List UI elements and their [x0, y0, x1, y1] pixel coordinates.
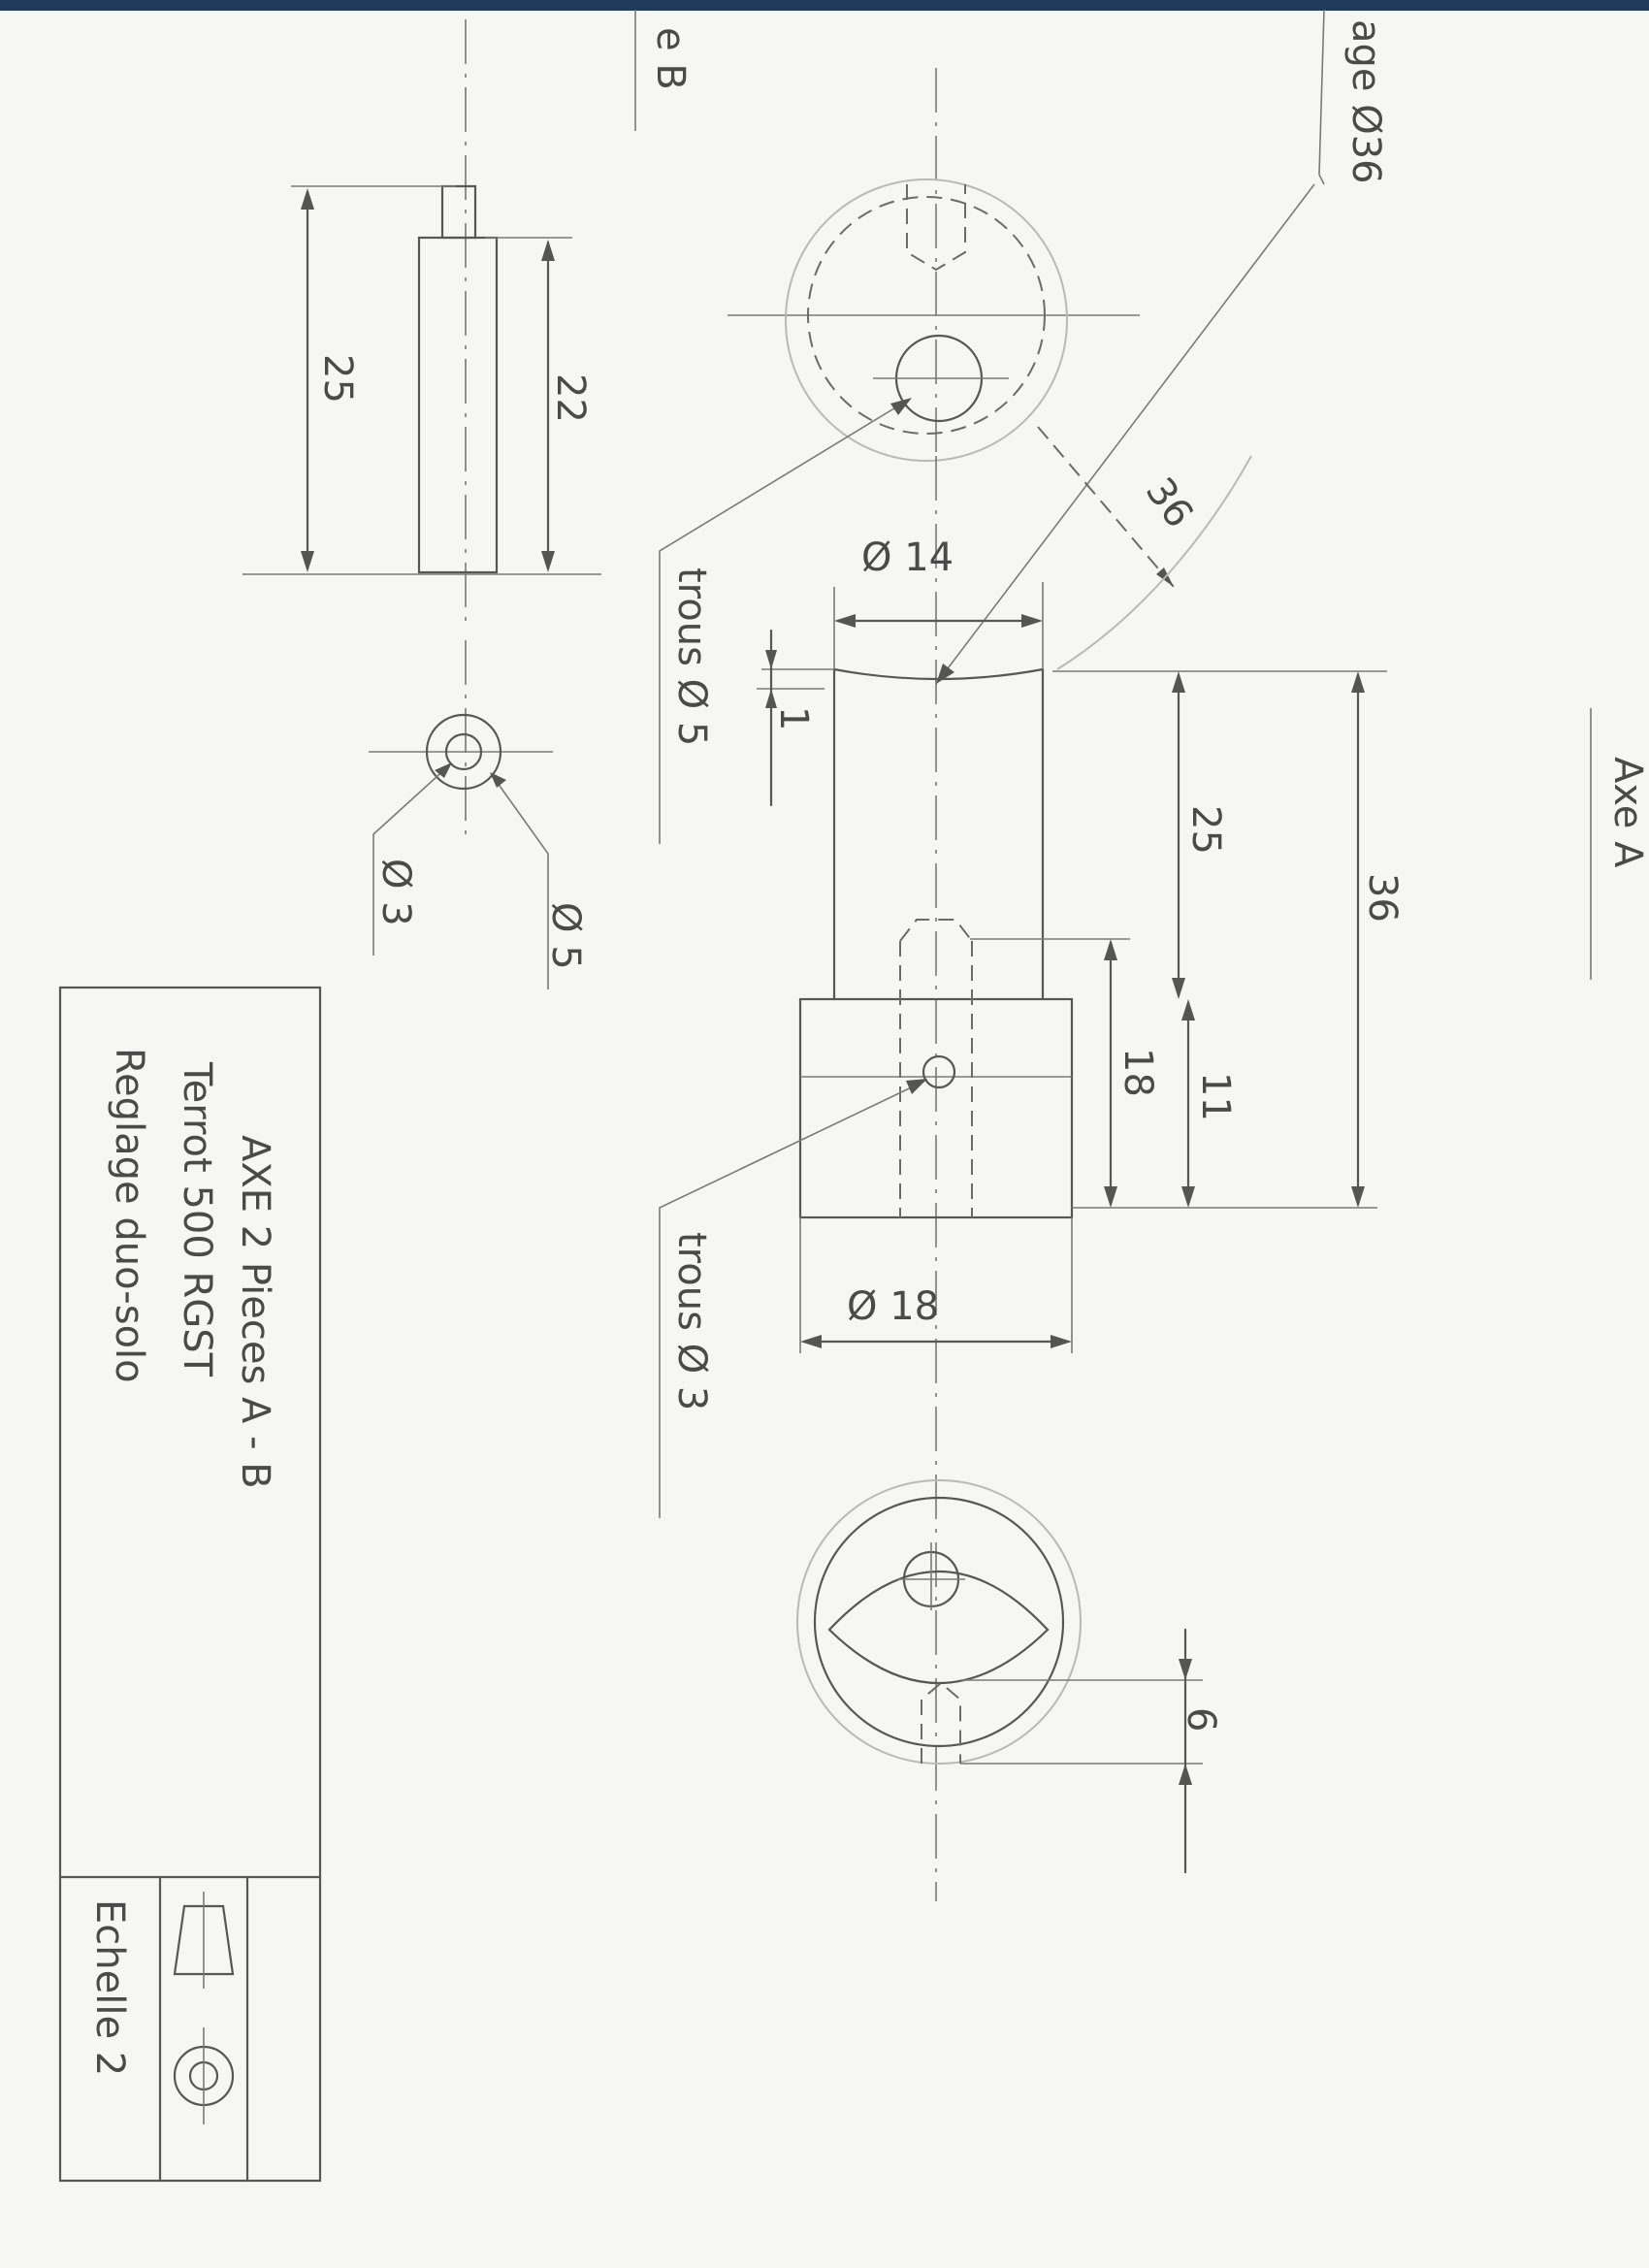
part-a-side-view	[659, 456, 1387, 1901]
dim-a-radius-36: 36	[1137, 470, 1202, 535]
holes-5-note: trous Ø 5	[669, 567, 714, 746]
dim-a-36: 36	[1360, 873, 1405, 923]
dim-b-22: 22	[548, 373, 593, 423]
dim-a-11: 11	[1193, 1072, 1238, 1121]
part-a-bottom-end-view	[796, 1479, 1203, 1874]
dim-b-dia-5: Ø 5	[543, 902, 588, 970]
part-b-end-view	[369, 640, 553, 989]
dim-a-25: 25	[1183, 805, 1228, 855]
title-line-1: AXE 2 Pieces A - B	[233, 1135, 277, 1489]
dim-a-chamfer-1: 1	[771, 706, 816, 730]
view-label-a: Axe A	[1605, 757, 1649, 868]
scan-edge-bar	[0, 0, 1649, 11]
title-block	[58, 986, 322, 2183]
title-line-3: Reglage duo-solo	[107, 1048, 151, 1383]
dim-b-dia-3: Ø 3	[373, 859, 418, 926]
dim-a-18: 18	[1116, 1048, 1160, 1097]
bore-callout: age Ø36	[1343, 19, 1388, 184]
holes-3-note: trous Ø 3	[669, 1232, 714, 1410]
dim-a-dia-14: Ø 14	[861, 535, 954, 580]
part-a-top-end-view	[659, 9, 1325, 844]
view-label-b: e B	[648, 27, 693, 90]
title-line-2: Terrot 500 RGST	[175, 1061, 219, 1377]
dim-b-25: 25	[315, 354, 360, 404]
dim-a-dia-18: Ø 18	[847, 1284, 939, 1329]
part-b-side-view	[242, 19, 601, 621]
scale-label: Echelle 2	[87, 1899, 132, 2076]
dim-a-flat-6: 6	[1179, 1707, 1223, 1732]
rotated-text-layer: AXE 2 Pieces A - B Terrot 500 RGST Regla…	[87, 19, 1649, 2076]
